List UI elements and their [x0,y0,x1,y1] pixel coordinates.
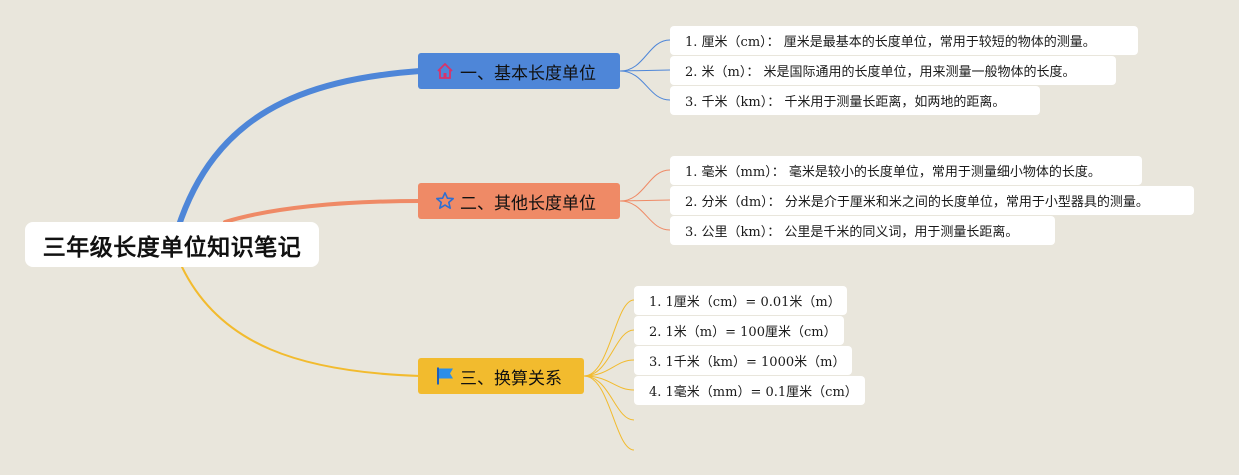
connector-branch-3-leaf-5 [583,375,635,421]
root-topic-label: 三年级长度单位知识笔记 [42,234,302,261]
connector-root-branch-1 [175,68,423,231]
connector-branch-2-leaf-2 [619,199,671,202]
connector-branch-3-leaf-3 [583,359,635,377]
branch-topic-basic-units[interactable]: 一、基本长度单位 [418,53,620,89]
leaf-topic-label: 3. 公里（km）： 公里是千米的同义词，用于测量长距离。 [685,225,1019,240]
connector-root-branch-2 [223,199,422,224]
branch-topic-label: 一、基本长度单位 [460,63,596,84]
connector-branch-1-leaf-2 [619,69,671,72]
leaf-topic-conversion-2[interactable]: 2. 1米（m）= 100厘米（cm） [634,316,844,345]
leaf-topic-decimeter[interactable]: 2. 分米（dm）： 分米是介于厘米和米之间的长度单位，常用于小型器具的测量。 [670,186,1194,215]
connector-root-branch-3 [181,266,421,377]
leaf-topic-conversion-1[interactable]: 1. 1厘米（cm）= 0.01米（m） [634,286,847,315]
leaf-topic-centimeter[interactable]: 1. 厘米（cm）： 厘米是最基本的长度单位，常用于较短的物体的测量。 [670,26,1138,55]
leaf-topic-label: 1. 1厘米（cm）= 0.01米（m） [649,295,841,310]
leaf-topic-label: 4. 1毫米（mm）= 0.1厘米（cm） [649,385,858,400]
leaf-topic-kilometer[interactable]: 3. 千米（km）： 千米用于测量长距离，如两地的距离。 [670,86,1040,115]
leaf-topic-label: 3. 1千米（km）= 1000米（m） [649,355,846,370]
leaf-topic-label: 2. 1米（m）= 100厘米（cm） [649,325,837,340]
connector-branch-1-leaf-3 [619,70,671,101]
leaf-topic-meter[interactable]: 2. 米（m）： 米是国际通用的长度单位，用来测量一般物体的长度。 [670,56,1116,85]
connector-branch-1-leaf-1 [619,39,671,72]
connector-branch-2-leaf-3 [619,200,671,231]
connector-branch-2-leaf-1 [619,169,671,202]
star-icon [434,190,456,212]
leaf-topic-conversion-4[interactable]: 4. 1毫米（mm）= 0.1厘米（cm） [634,376,865,405]
branch-topic-label: 二、其他长度单位 [460,193,596,214]
leaf-topic-label: 1. 毫米（mm）： 毫米是较小的长度单位，常用于测量细小物体的长度。 [685,165,1101,180]
leaf-topic-label: 2. 米（m）： 米是国际通用的长度单位，用来测量一般物体的长度。 [685,65,1076,80]
leaf-topic-label: 3. 千米（km）： 千米用于测量长距离，如两地的距离。 [685,95,1006,110]
house-icon [434,60,456,82]
flag-icon [434,365,456,387]
root-topic[interactable]: 三年级长度单位知识笔记 [25,222,319,267]
branch-topic-conversion[interactable]: 三、换算关系 [418,358,584,394]
connector-branch-3-leaf-6 [583,375,635,451]
branch-topic-label: 三、换算关系 [460,368,562,389]
leaf-topic-conversion-3[interactable]: 3. 1千米（km）= 1000米（m） [634,346,852,375]
leaf-topic-label: 1. 厘米（cm）： 厘米是最基本的长度单位，常用于较短的物体的测量。 [685,35,1096,50]
branch-topic-other-units[interactable]: 二、其他长度单位 [418,183,620,219]
leaf-topic-label: 2. 分米（dm）： 分米是介于厘米和米之间的长度单位，常用于小型器具的测量。 [685,195,1149,210]
connector-branch-3-leaf-2 [583,329,635,377]
leaf-topic-gongli[interactable]: 3. 公里（km）： 公里是千米的同义词，用于测量长距离。 [670,216,1055,245]
leaf-topic-millimeter[interactable]: 1. 毫米（mm）： 毫米是较小的长度单位，常用于测量细小物体的长度。 [670,156,1142,185]
connector-branch-3-leaf-1 [583,299,635,377]
